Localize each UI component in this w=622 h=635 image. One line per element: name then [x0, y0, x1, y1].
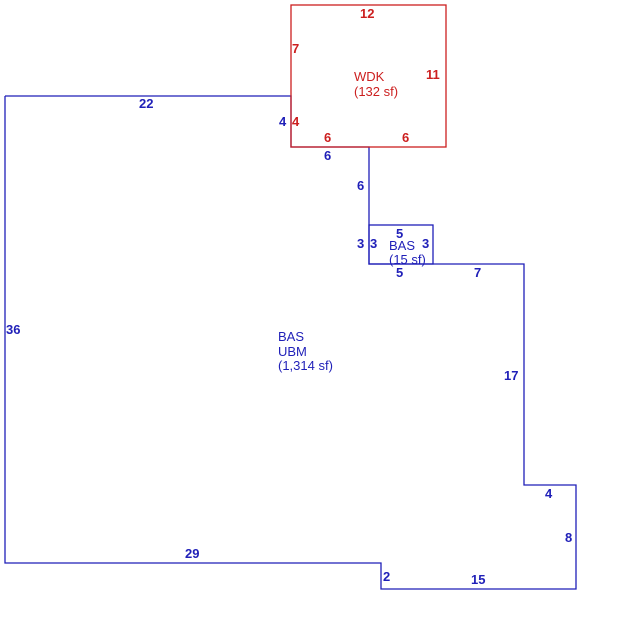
dim-right-top: 7 — [474, 265, 481, 280]
deck-outline — [290, 4, 447, 148]
small-dim-left-inner: 3 — [370, 236, 377, 251]
small-bas-label: BAS — [389, 238, 415, 253]
deck-dim-right: 11 — [426, 67, 440, 82]
dim-bottom: 29 — [185, 546, 199, 561]
main-area-label-line1: BAS — [278, 329, 304, 344]
dim-inner-top: 6 — [324, 148, 331, 163]
dim-inner-vertical: 6 — [357, 178, 364, 193]
dim-notch-top: 4 — [545, 486, 553, 501]
small-dim-top: 5 — [396, 226, 403, 241]
main-area-size: (1,314 sf) — [278, 358, 333, 373]
small-bas-outline — [368, 224, 434, 265]
deck-dim-bottom-left: 6 — [324, 130, 331, 145]
dim-top-short: 4 — [279, 114, 287, 129]
small-dim-right: 3 — [422, 236, 429, 251]
dim-step-down: 2 — [383, 569, 390, 584]
dim-left: 36 — [6, 322, 20, 337]
dim-bottom-right: 15 — [471, 572, 485, 587]
deck-size: (132 sf) — [354, 84, 398, 99]
deck-dim-left-low: 4 — [292, 114, 300, 129]
deck-dim-left: 7 — [292, 41, 299, 56]
deck-dim-top: 12 — [360, 6, 374, 21]
dim-top-left: 22 — [139, 96, 153, 111]
small-bas-size: (15 sf) — [389, 252, 426, 267]
dim-right-mid: 17 — [504, 368, 518, 383]
dim-right-low: 8 — [565, 530, 572, 545]
small-dim-left: 3 — [357, 236, 364, 251]
deck-label: WDK — [354, 69, 385, 84]
main-area-label-line2: UBM — [278, 344, 307, 359]
small-dim-bottom: 5 — [396, 265, 403, 280]
deck-dim-bottom-right: 6 — [402, 130, 409, 145]
